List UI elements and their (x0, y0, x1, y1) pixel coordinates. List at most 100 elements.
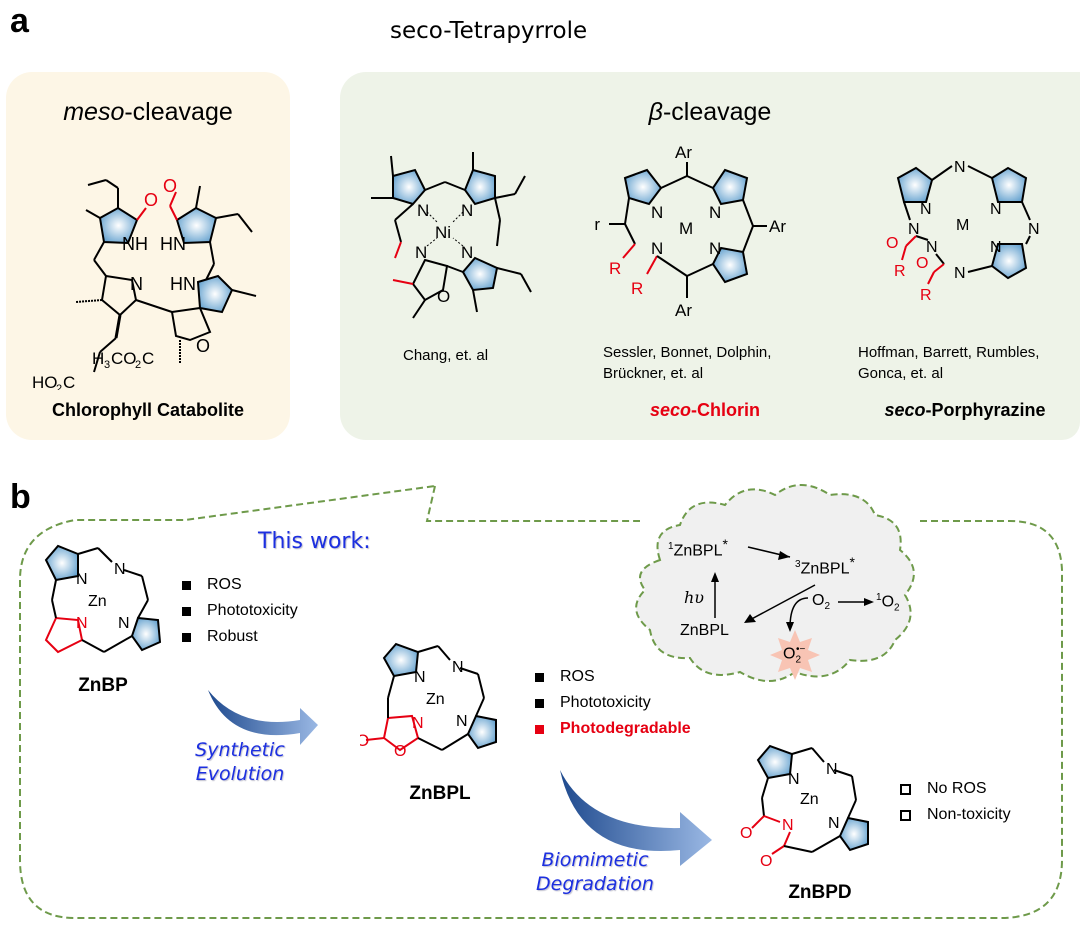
sub: 2 (824, 601, 831, 613)
panel-a-letter: a (10, 2, 29, 40)
property-item: Robust (182, 624, 298, 650)
property-text: No ROS (927, 780, 987, 797)
o: O (881, 593, 895, 611)
chang-ni-structure: N N Ni N N O (371, 152, 532, 319)
o: O (812, 592, 825, 609)
svg-text:M: M (679, 219, 693, 238)
sup: 3 (795, 559, 801, 570)
seco-porphyrazine-rest: -Porphyrazine (925, 400, 1046, 420)
svg-text:N: N (709, 239, 721, 258)
svg-text:N: N (417, 201, 429, 220)
svg-text:N: N (990, 239, 1002, 256)
svg-text:2: 2 (135, 359, 141, 371)
svg-text:R: R (609, 259, 621, 278)
line1: Synthetic (195, 739, 285, 761)
svg-text:R: R (920, 287, 932, 304)
property-text: Phototoxicity (207, 602, 298, 619)
svg-text:N: N (709, 203, 721, 222)
meso-italic: meso (63, 98, 125, 126)
svg-text:N: N (788, 771, 800, 788)
nh-label-1: NH (122, 234, 148, 254)
svg-text:H: H (92, 349, 104, 368)
svg-text:N: N (826, 761, 838, 778)
svg-text:Ar: Ar (675, 301, 692, 320)
panel-a-title: seco-Tetrapyrrole (390, 18, 588, 44)
meso-cleavage-box (6, 72, 290, 440)
svg-text:HO: HO (32, 373, 58, 390)
znbpd-properties: No ROS Non-toxicity (900, 776, 1011, 828)
sub: 2 (795, 654, 802, 666)
svg-text:N: N (130, 274, 143, 294)
znbp-label: ZnBP (78, 675, 128, 696)
sub: 2 (894, 602, 900, 614)
filled-square-icon (182, 580, 191, 590)
biomimetic-degradation-label: Biomimetic Degradation (535, 848, 655, 896)
svg-text:R: R (631, 279, 643, 298)
svg-text:N: N (415, 243, 427, 262)
svg-text:C: C (142, 349, 154, 368)
filled-square-icon (535, 698, 544, 708)
svg-text:N: N (920, 201, 932, 218)
svg-text:O: O (144, 190, 158, 210)
svg-text:Zn: Zn (800, 791, 819, 808)
synthetic-evolution-label: Synthetic Evolution (180, 738, 300, 786)
pyrrole-ring (196, 274, 234, 314)
svg-text:N: N (954, 159, 966, 176)
species: ZnBPL (673, 542, 723, 560)
property-item: ROS (182, 572, 298, 598)
svg-text:HN: HN (160, 234, 186, 254)
superoxide-burst (770, 630, 820, 680)
svg-text:Ar: Ar (595, 215, 600, 234)
sessler-caption-line1: Sessler, Bonnet, Dolphin, (603, 344, 772, 361)
svg-text:N: N (954, 265, 966, 282)
property-text: Robust (207, 628, 258, 645)
svg-text:N: N (461, 201, 473, 220)
seco-chlorin-label: seco-Chlorin (600, 400, 810, 421)
line2: Degradation (536, 873, 654, 895)
svg-text:Zn: Zn (426, 691, 445, 708)
hoffman-caption: Hoffman, Barrett, Rumbles, Gonca, et. al (858, 342, 1039, 384)
beta-rest: -cleavage (662, 98, 772, 126)
znbpl-properties: ROS Phototoxicity Photodegradable (535, 664, 691, 742)
svg-text:M: M (956, 217, 969, 234)
svg-text:Ar: Ar (769, 217, 786, 236)
line2: Evolution (195, 763, 285, 785)
sessler-m-structure: Ar Ar R R Ar Ar N N M N N (595, 143, 786, 320)
property-item: Photodegradable (535, 716, 691, 742)
photophysics-cloud (635, 484, 915, 682)
sessler-caption: Sessler, Bonnet, Dolphin, Brückner, et. … (603, 342, 771, 384)
open-square-icon (900, 809, 911, 821)
svg-text:Ar: Ar (675, 143, 692, 162)
o: O (783, 645, 796, 663)
chang-caption: Chang, et. al (403, 347, 489, 364)
species: ZnBPL (800, 560, 850, 578)
ground-state-label: ZnBPL (680, 622, 729, 639)
svg-text:O: O (886, 235, 898, 252)
beta-cleavage-title: β-cleavage (340, 98, 1080, 127)
synthetic-evolution-arrow (208, 690, 318, 745)
svg-text:CO: CO (111, 349, 137, 368)
open-square-icon (900, 783, 911, 795)
svg-text:O: O (163, 176, 177, 196)
znbpd-label: ZnBPD (788, 882, 852, 903)
svg-text:N: N (76, 615, 88, 632)
singlet-excited-label: 1ZnBPL* (668, 536, 728, 560)
sup: 1 (876, 592, 882, 603)
beta-cleavage-box (340, 72, 1080, 440)
filled-square-icon (535, 672, 544, 682)
property-text: Phototoxicity (560, 694, 651, 711)
svg-text:N: N (461, 243, 473, 262)
star: * (722, 536, 728, 552)
property-text: Photodegradable (560, 720, 691, 737)
svg-text:O: O (916, 255, 928, 272)
svg-text:N: N (456, 713, 468, 730)
svg-text:N: N (1028, 221, 1040, 238)
pyrrole-ring (175, 206, 218, 245)
star: * (849, 554, 855, 570)
svg-text:N: N (990, 201, 1002, 218)
ni-metal-label: Ni (435, 223, 451, 242)
property-text: Non-toxicity (927, 806, 1011, 823)
svg-text:N: N (926, 239, 938, 256)
svg-text:O: O (740, 825, 752, 842)
